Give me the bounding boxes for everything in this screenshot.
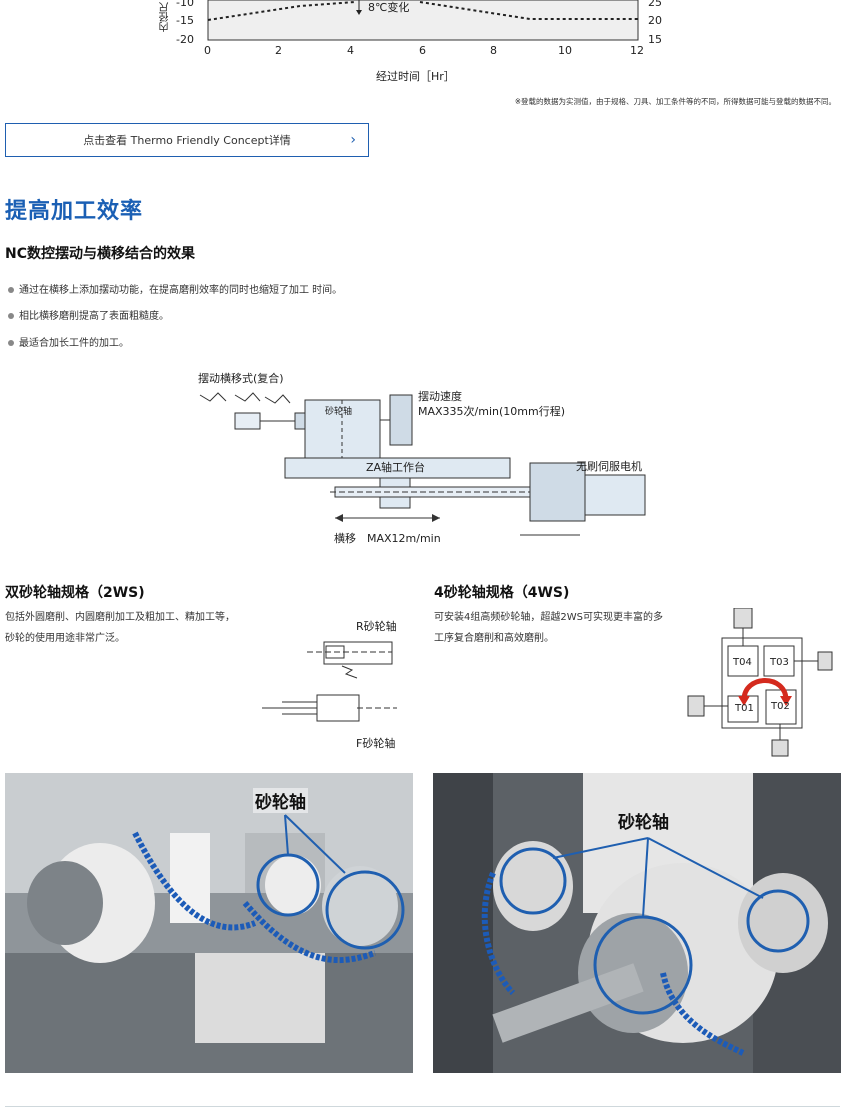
bullet-item: 相比横移磨削提高了表面粗糙度。 (8, 307, 169, 322)
chart-xlabel: 经过时间［Hr］ (376, 70, 455, 83)
divider (5, 1106, 840, 1107)
cta-label: 点击查看 Thermo Friendly Concept详情 (83, 134, 291, 147)
bullet-text: 通过在横移上添加摆动功能，在提高磨削效率的同时也缩短了加工 时间。 (19, 285, 343, 296)
y-tick: -10 (176, 0, 194, 9)
bullet-dot-icon (8, 287, 14, 293)
bullet-item: 通过在横移上添加摆动功能，在提高磨削效率的同时也缩短了加工 时间。 (8, 281, 342, 296)
diagram-traverse-label: 横移 MAX12m/min (334, 532, 441, 545)
x-tick: 6 (419, 44, 426, 57)
section-subtitle: NC数控摆动与横移结合的效果 (5, 246, 195, 262)
chart-series-line (207, 1, 356, 21)
chart-annotation: 8℃变化 (368, 1, 410, 14)
x-tick: 8 (490, 44, 497, 57)
spec-4ws-title: 4砂轮轴规格（4WS) (434, 585, 570, 601)
x-tick: 2 (275, 44, 282, 57)
bullet-text: 最适合加长工件的加工。 (19, 338, 129, 349)
2ws-machine-photo (5, 773, 413, 1073)
bullet-text: 相比横移磨削提高了表面粗糙度。 (19, 311, 169, 322)
t02-label: T02 (771, 701, 790, 712)
t03-label: T03 (770, 657, 789, 668)
2ws-diagram (262, 641, 397, 722)
spec-2ws-title: 双砂轮轴规格（2WS) (5, 585, 145, 601)
x-tick: 0 (204, 44, 211, 57)
bullet-item: 最适合加长工件的加工。 (8, 334, 129, 349)
diagram-wheel-label: 砂轮轴 (325, 407, 353, 417)
chart-series-line-2 (419, 1, 638, 20)
t01-label: T01 (735, 703, 754, 714)
diagram-motor-label: 无刷伺服电机 (576, 460, 642, 473)
y-tick: -15 (176, 14, 194, 27)
diagram-speed-value: MAX335次/min(10mm行程) (418, 405, 566, 418)
x-tick: 12 (630, 44, 644, 57)
t04-label: T04 (733, 657, 752, 668)
y-tick-right: 20 (648, 14, 662, 27)
r-wheel-label: R砂轮轴 (356, 620, 397, 633)
4ws-turret-diagram (687, 608, 833, 757)
thermo-friendly-link-button[interactable]: 点击查看 Thermo Friendly Concept详情 › (5, 123, 369, 157)
f-wheel-label: F砂轮轴 (356, 737, 396, 750)
x-tick: 4 (347, 44, 354, 57)
y-tick-right: 25 (648, 0, 662, 9)
disclaimer-note: ※登载的数据为实测值，由于规格、刀具、加工条件等的不同，所得数据可能与登载的数据… (514, 97, 836, 106)
y-tick: -20 (176, 33, 194, 46)
photo-2ws-label: 砂轮轴 (253, 788, 308, 813)
chevron-right-icon: › (350, 132, 356, 148)
y-tick-right: 15 (648, 33, 662, 46)
spec-4ws-text: 可安装4组高频砂轮轴，超越2WS可实现更丰富的多工序复合磨削和高效磨削。 (434, 612, 663, 644)
oscillation-traverse-diagram (199, 392, 646, 536)
bullet-dot-icon (8, 340, 14, 346)
chart-ylabel: 内径尺 (160, 2, 171, 32)
photo-4ws-label: 砂轮轴 (618, 813, 669, 833)
diagram-speed-title: 摆动速度 (418, 390, 462, 403)
diagram-table-label: ZA轴工作台 (366, 461, 426, 474)
4ws-machine-photo (433, 773, 841, 1073)
thermal-chart (207, 0, 639, 41)
x-tick: 10 (558, 44, 572, 57)
spec-2ws-text: 包括外圆磨削、内圆磨削加工及粗加工、精加工等，砂轮的使用用途非常广泛。 (5, 612, 235, 644)
bullet-dot-icon (8, 313, 14, 319)
section-title: 提高加工效率 (5, 199, 144, 224)
diagram-mode-label: 摆动横移式(复合) (198, 372, 284, 385)
